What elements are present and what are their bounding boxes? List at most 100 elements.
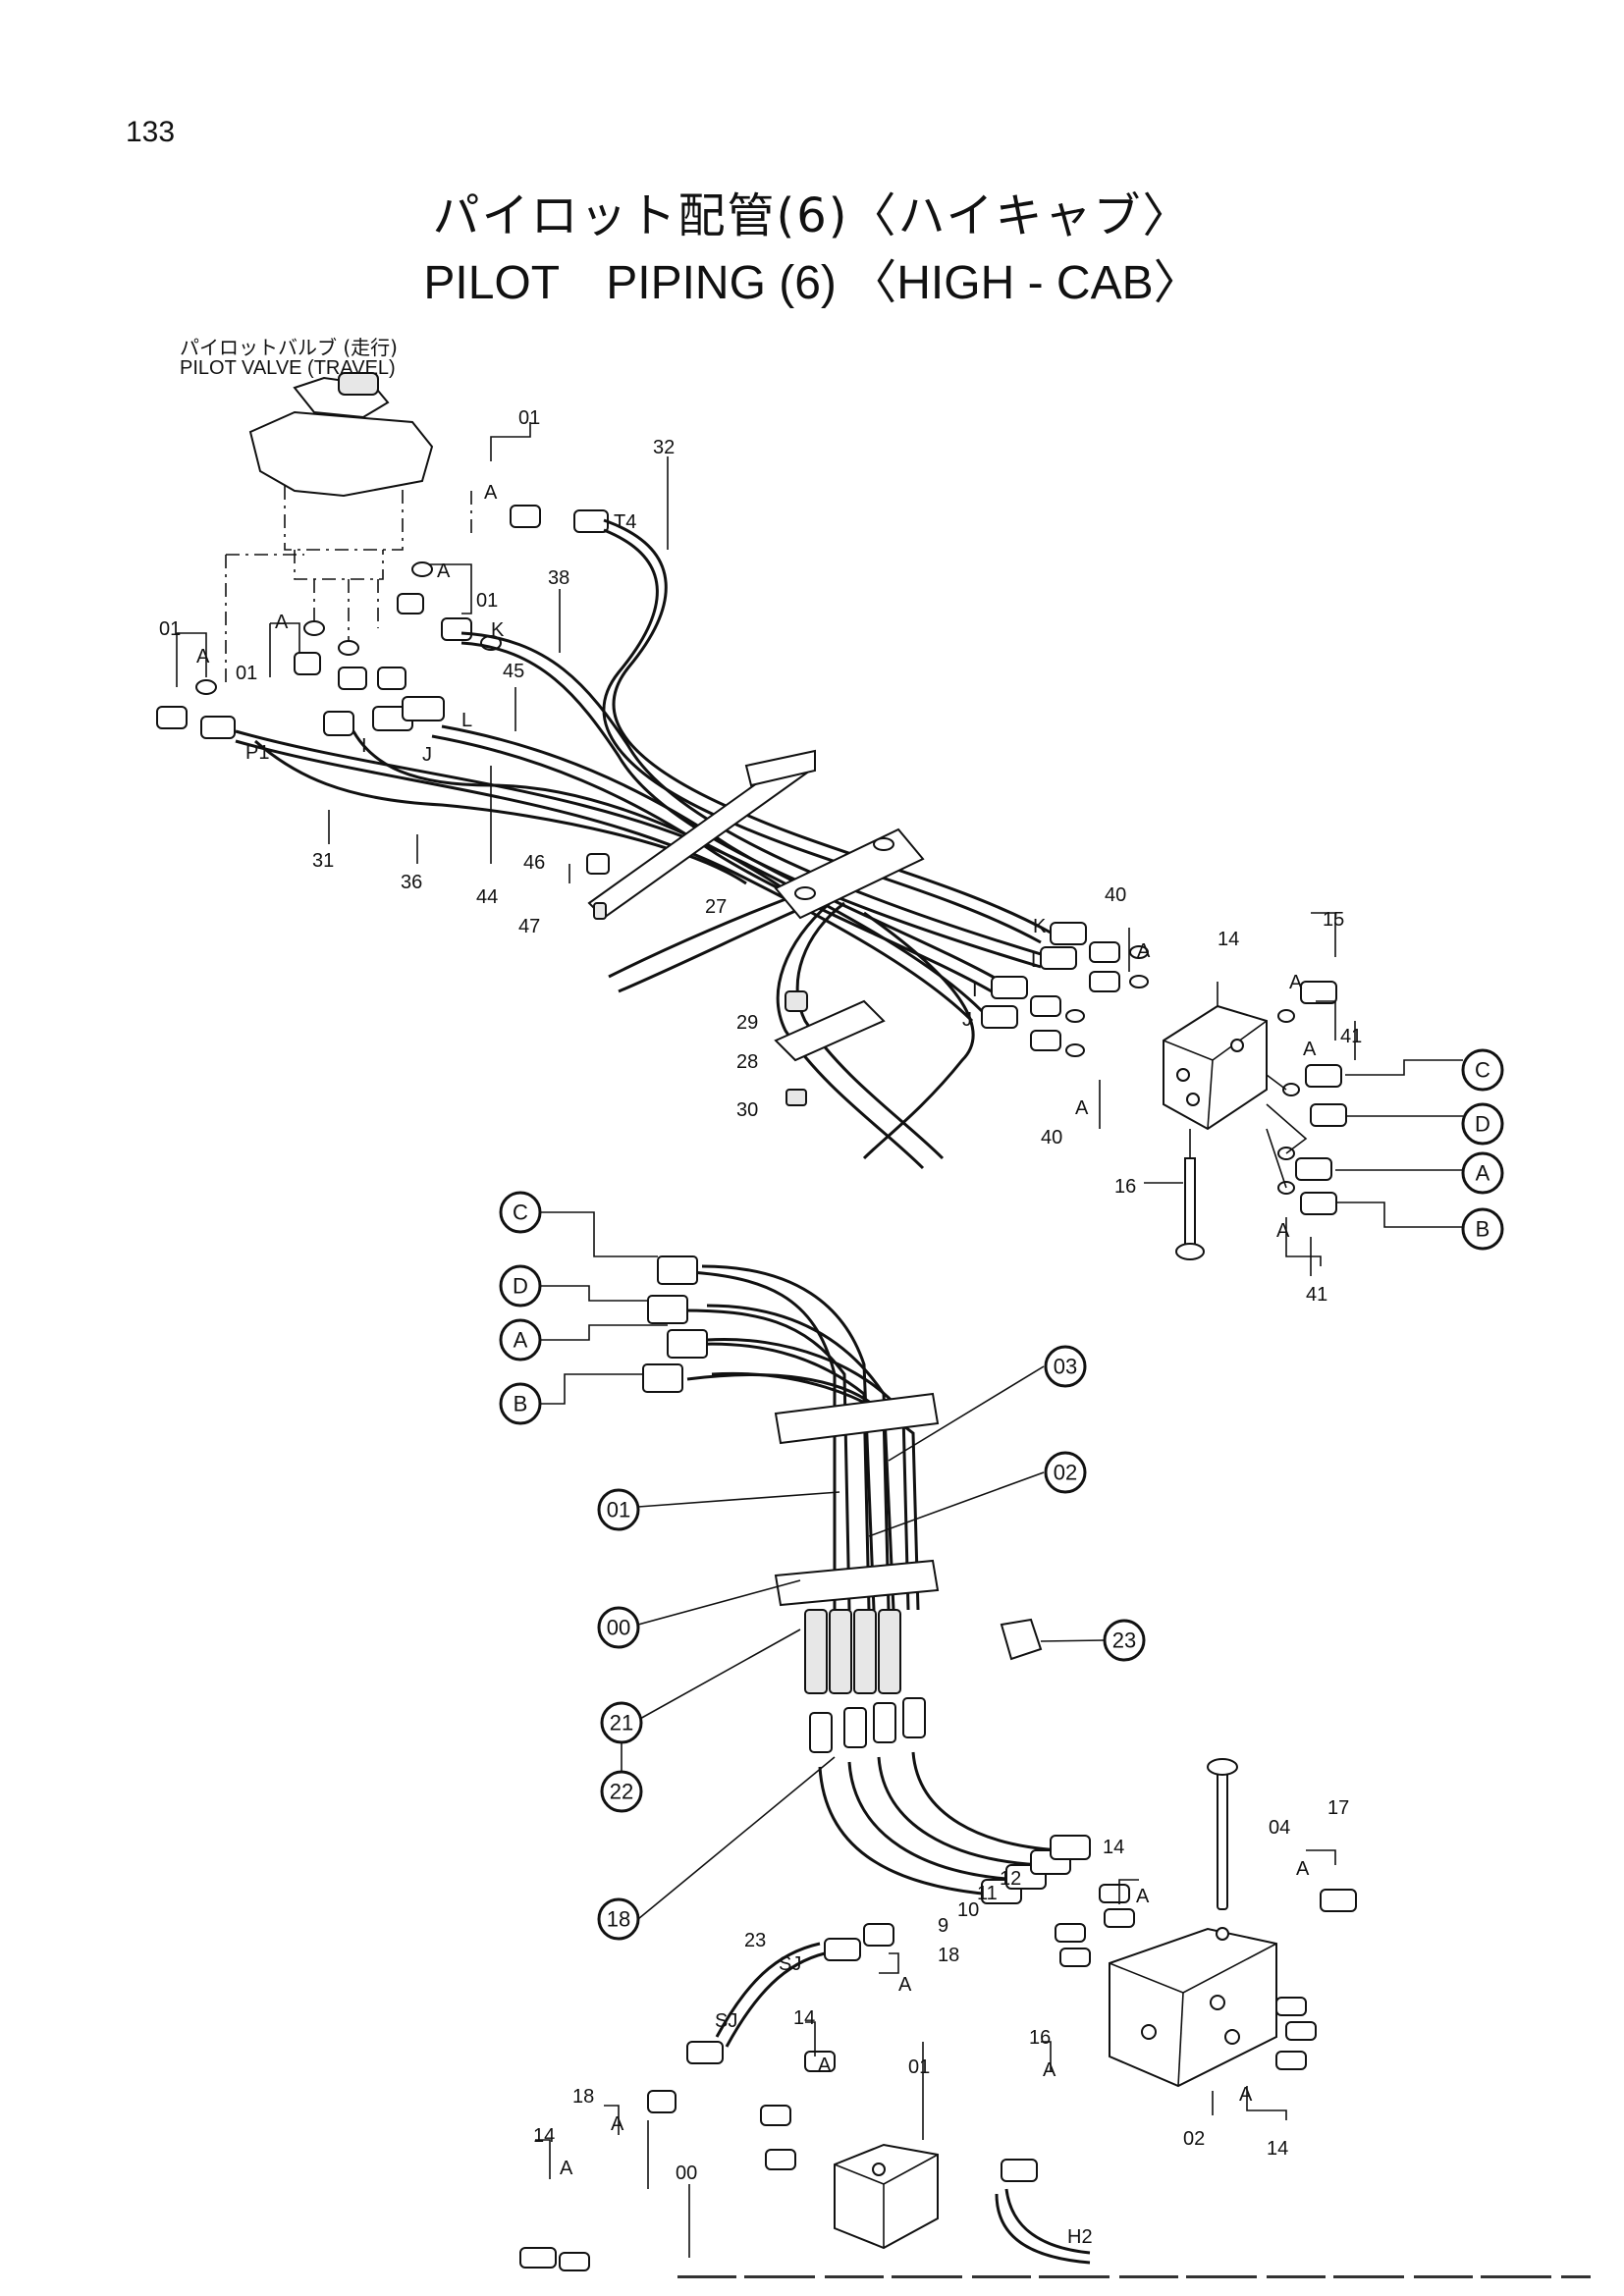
- callout-21: 21: [600, 1701, 643, 1744]
- label-01: 01: [159, 618, 181, 640]
- label-27: 27: [705, 896, 727, 918]
- label-A: A: [1289, 972, 1303, 993]
- label-11: 11: [977, 1883, 998, 1904]
- label-01: 01: [908, 2056, 930, 2078]
- label-40: 40: [1105, 884, 1126, 906]
- svg-text:23: 23: [1112, 1629, 1136, 1653]
- label-L: L: [461, 710, 472, 731]
- label-A: A: [1137, 940, 1151, 962]
- label-00: 00: [676, 2163, 697, 2184]
- label-A: A: [1075, 1097, 1089, 1119]
- lower-part-labels: 04 17 A 14 A 12 11 10 9 23 SJ SJ 18 A 14…: [533, 1797, 1349, 2248]
- label-01: 01: [518, 407, 540, 429]
- callout-D-upper: D: [1461, 1102, 1504, 1146]
- svg-text:D: D: [513, 1274, 528, 1299]
- lower-hose-bundle: [642, 1255, 1043, 1694]
- label-A: A: [1296, 1858, 1310, 1880]
- svg-text:A: A: [1476, 1161, 1490, 1186]
- label-32: 32: [653, 437, 675, 458]
- callout-23: 23: [1103, 1619, 1146, 1662]
- label-12: 12: [1000, 1868, 1021, 1890]
- right-fittings-15-41: [1099, 912, 1463, 1276]
- label-46: 46: [523, 852, 545, 874]
- label-A: A: [1043, 2059, 1056, 2081]
- label-A: A: [1276, 1220, 1290, 1242]
- label-17: 17: [1327, 1797, 1349, 1819]
- label-A: A: [560, 2158, 573, 2179]
- label-41: 41: [1340, 1026, 1362, 1047]
- label-29: 29: [736, 1012, 758, 1034]
- label-40: 40: [1041, 1127, 1062, 1148]
- label-36: 36: [401, 872, 422, 893]
- label-38: 38: [548, 567, 569, 589]
- label-L: L: [1031, 950, 1042, 972]
- label-T4: T4: [614, 511, 636, 533]
- callout-C-lower: C: [499, 1191, 542, 1234]
- label-A: A: [898, 1974, 912, 1996]
- label-H2: H2: [1067, 2226, 1093, 2248]
- lower-valve-block-02: [1109, 1758, 1357, 2120]
- label-J: J: [962, 1009, 972, 1031]
- svg-text:B: B: [1476, 1217, 1490, 1242]
- svg-text:21: 21: [610, 1711, 633, 1735]
- callout-03: 03: [1044, 1345, 1087, 1388]
- label-A: A: [196, 646, 210, 667]
- lower-fittings-18: [809, 1697, 1135, 1967]
- label-01: 01: [476, 590, 498, 612]
- label-44: 44: [476, 886, 498, 908]
- label-SJ: SJ: [779, 1953, 801, 1975]
- label-A: A: [484, 482, 498, 504]
- upper-bracket-lines: [176, 422, 669, 883]
- label-P1: P1: [245, 742, 269, 764]
- label-A: A: [1239, 2084, 1253, 2106]
- label-02: 02: [1183, 2128, 1205, 2150]
- callout-A-lower: A: [499, 1318, 542, 1362]
- label-04: 04: [1269, 1817, 1290, 1839]
- label-14: 14: [1267, 2138, 1288, 2160]
- label-A: A: [1136, 1886, 1150, 1907]
- svg-text:C: C: [513, 1201, 528, 1225]
- callout-22: 22: [600, 1770, 643, 1813]
- label-18: 18: [572, 2086, 594, 2108]
- label-45: 45: [503, 661, 524, 682]
- svg-text:18: 18: [607, 1907, 630, 1932]
- label-31: 31: [312, 850, 334, 872]
- label-10: 10: [957, 1899, 979, 1921]
- label-I: I: [361, 735, 367, 757]
- circled-callouts: C D A B C D A B 03 02 01 00 23 21 22 18: [499, 1048, 1504, 1941]
- label-30: 30: [736, 1099, 758, 1121]
- label-K: K: [491, 619, 505, 641]
- svg-text:B: B: [514, 1392, 528, 1416]
- label-16: 16: [1114, 1176, 1136, 1198]
- svg-text:02: 02: [1054, 1461, 1077, 1485]
- title-japanese: パイロット配管(6)〈ハイキャブ〉: [432, 188, 1192, 243]
- callout-00: 00: [597, 1606, 640, 1649]
- label-47: 47: [518, 916, 540, 937]
- title-english: PILOT PIPING (6) 〈HIGH - CAB〉: [423, 257, 1201, 309]
- upper-part-labels: 01 32 T4 A A 01 38 K 01 A A 01 45 L P1 I…: [159, 407, 1362, 1306]
- callout-D-lower: D: [499, 1264, 542, 1308]
- label-14: 14: [793, 2007, 815, 2029]
- label-28: 28: [736, 1051, 758, 1073]
- label-A: A: [1303, 1039, 1317, 1060]
- pilot-valve-label-japanese: パイロットバルブ (走行): [180, 336, 398, 359]
- label-A: A: [437, 561, 451, 582]
- pilot-valve-body: [225, 372, 472, 687]
- svg-text:03: 03: [1054, 1355, 1077, 1379]
- label-SJ: SJ: [715, 2010, 737, 2032]
- label-I: I: [972, 980, 978, 1001]
- label-A: A: [818, 2055, 832, 2076]
- label-14: 14: [1218, 929, 1239, 950]
- label-14: 14: [533, 2125, 555, 2147]
- label-14: 14: [1103, 1837, 1124, 1858]
- label-16: 16: [1029, 2027, 1051, 2049]
- callout-01: 01: [597, 1488, 640, 1531]
- manifold-inlet-fittings: [981, 922, 1149, 1057]
- callout-18: 18: [597, 1897, 640, 1941]
- frame-bar-and-clamp: [586, 749, 925, 1106]
- callout-B-lower: B: [499, 1382, 542, 1425]
- svg-text:A: A: [514, 1328, 528, 1353]
- callout-B-upper: B: [1461, 1207, 1504, 1251]
- callout-C-upper: C: [1461, 1048, 1504, 1092]
